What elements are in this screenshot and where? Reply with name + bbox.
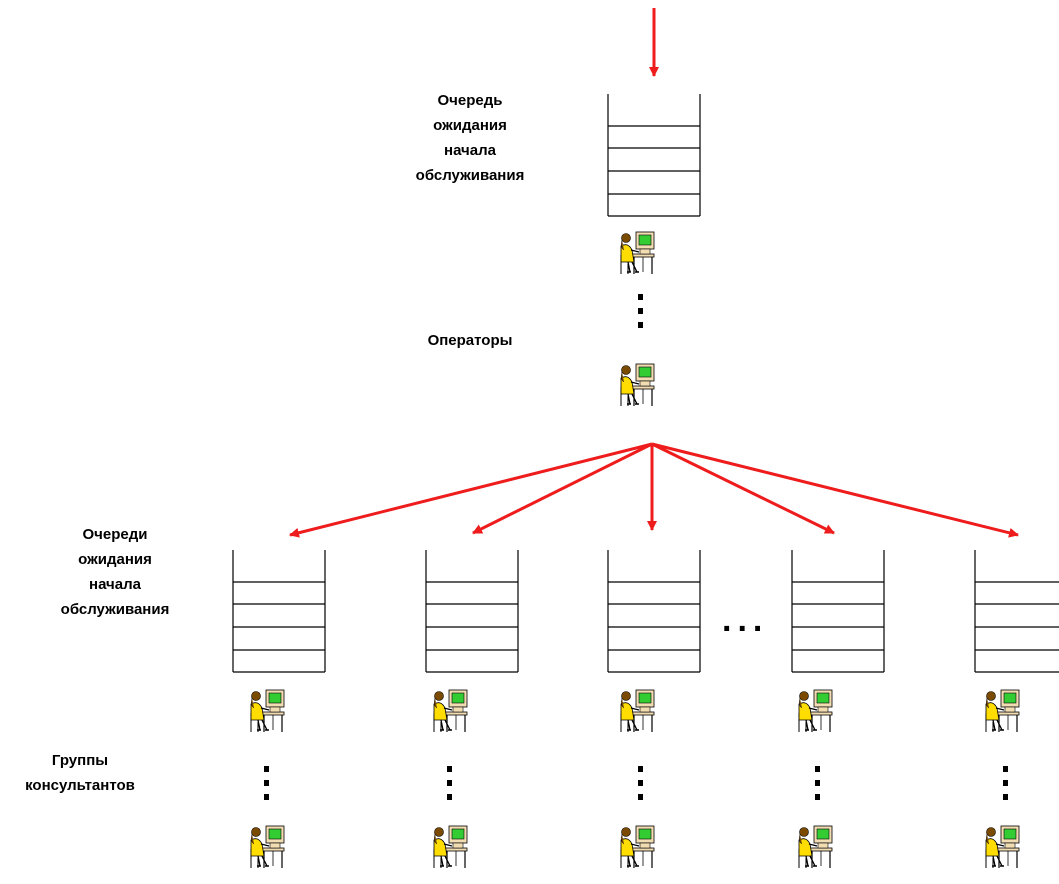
arrow-to-queue-4 [651, 442, 835, 535]
consultant-workstation-icon [250, 689, 285, 733]
group-vertical-dots [447, 766, 452, 800]
operator-workstation-icon [620, 363, 655, 407]
group-queue-stack-1 [232, 549, 326, 673]
operator-workstation-icon [620, 231, 655, 275]
distribution-arrows [289, 442, 1019, 538]
group-queue-stack-4 [791, 549, 885, 673]
group-vertical-dots [264, 766, 269, 800]
group-queue-stack-3 [607, 549, 701, 673]
group-queue-stack-5 [974, 549, 1059, 673]
top-queue-label: Очередь ожидания начала обслуживания [415, 92, 525, 184]
consultant-workstation-icon [433, 825, 468, 869]
consultant-workstation-icon [433, 689, 468, 733]
consultant-workstation-icon [250, 825, 285, 869]
operators-vertical-dots [638, 294, 643, 328]
group-queue-stack-2 [425, 549, 519, 673]
group-vertical-dots [1003, 766, 1008, 800]
consultant-workstation-icon [620, 825, 655, 869]
consultant-workstation-icon [985, 689, 1020, 733]
group-queues-label: Очереди ожидания начала обслуживания [60, 526, 170, 618]
operators-label: Операторы [427, 332, 513, 349]
consultant-workstation-icon [798, 689, 833, 733]
horizontal-ellipsis: ... [722, 601, 769, 639]
consultant-workstation-icon [798, 825, 833, 869]
arrow-to-queue-2 [472, 442, 653, 535]
group-vertical-dots [638, 766, 643, 800]
group-vertical-dots [815, 766, 820, 800]
arrow-to-queue-5 [651, 442, 1019, 538]
top-queue-stack [607, 93, 701, 217]
consultant-groups-label: Группы консультантов [25, 752, 135, 794]
consultant-workstation-icon [985, 825, 1020, 869]
consultant-workstation-icon [620, 689, 655, 733]
arrow-to-queue-1 [289, 442, 653, 538]
